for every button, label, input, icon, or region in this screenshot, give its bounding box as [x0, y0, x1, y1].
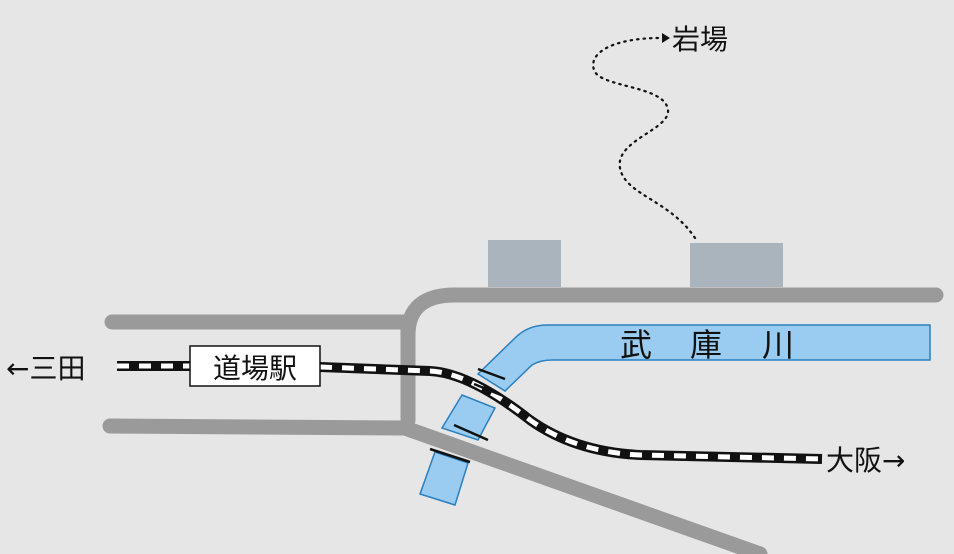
station-name: 道場駅: [213, 352, 297, 385]
road-upper-main: [400, 287, 944, 343]
label-north-destination: 岩場: [672, 23, 728, 56]
station: 道場駅: [189, 345, 321, 387]
river-name-char-2: 庫: [690, 326, 722, 364]
roads: [102, 287, 944, 554]
bridge-marks: [429, 367, 506, 464]
bridge-mark-middle-1: [453, 423, 489, 442]
dotted-path: [592, 36, 697, 240]
label-west-direction: ←三田: [6, 352, 85, 385]
bridge-mark-north-1: [477, 367, 506, 381]
river-name-char-1: 武: [620, 326, 652, 364]
river-name-char-3: 川: [762, 326, 794, 364]
label-east-direction: 大阪→: [826, 444, 905, 477]
bridge-mark-north-2: [473, 382, 502, 397]
arrow-head-icon: [662, 33, 670, 43]
river-channel: [476, 324, 931, 392]
river-segment-2: [419, 451, 469, 506]
river: 武 庫 川: [419, 324, 931, 506]
bridge-mark-south-1: [429, 447, 471, 464]
railway: [117, 361, 823, 464]
building-left: [488, 240, 561, 287]
building-right: [690, 243, 783, 287]
road-lower: [102, 418, 768, 554]
station-box: [189, 345, 321, 387]
river-segment-1: [440, 394, 497, 441]
railway-line-dash: [117, 363, 823, 462]
